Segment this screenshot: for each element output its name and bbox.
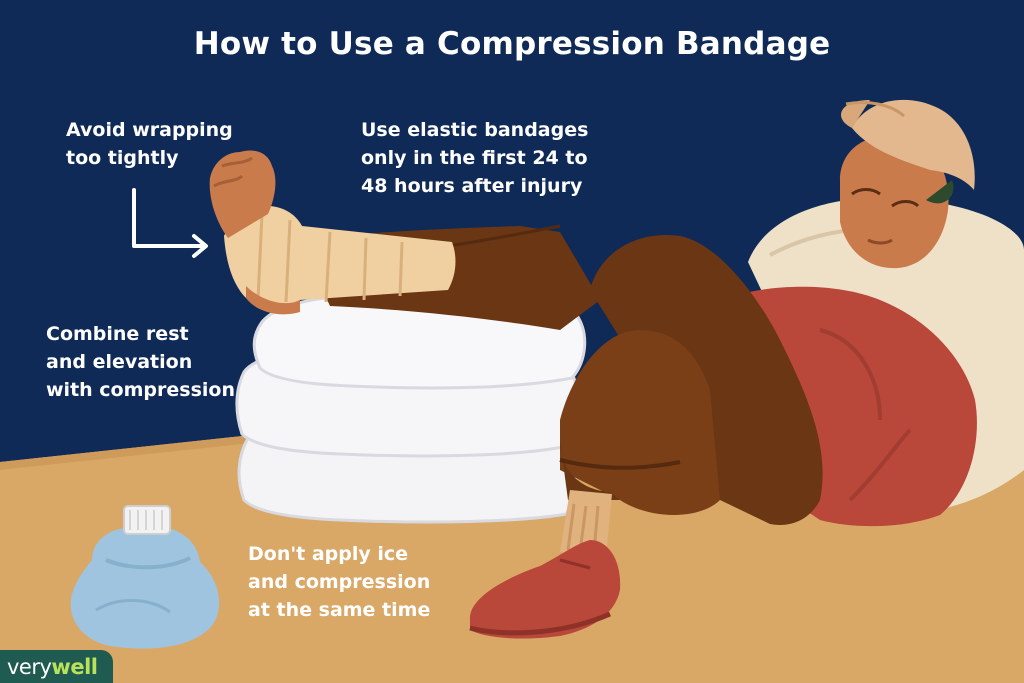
brand-text-part1: very	[7, 654, 52, 679]
tip-ice-separate: Don't apply ice and compression at the s…	[248, 543, 431, 621]
raised-leg	[209, 150, 600, 330]
pillow-stack	[235, 292, 587, 524]
page-title: How to Use a Compression Bandage	[193, 26, 831, 62]
brand-text-part2: well	[51, 654, 98, 679]
tip-elastic-timing: Use elastic bandages only in the first 2…	[361, 119, 589, 197]
bent-leg	[469, 234, 823, 639]
arrow-icon	[132, 188, 208, 258]
person-head	[840, 99, 975, 269]
tip-rest-elevation: Combine rest and elevation with compress…	[46, 323, 235, 401]
ice-pack	[70, 505, 220, 649]
tip-avoid-tight: Avoid wrapping too tightly	[66, 119, 233, 169]
